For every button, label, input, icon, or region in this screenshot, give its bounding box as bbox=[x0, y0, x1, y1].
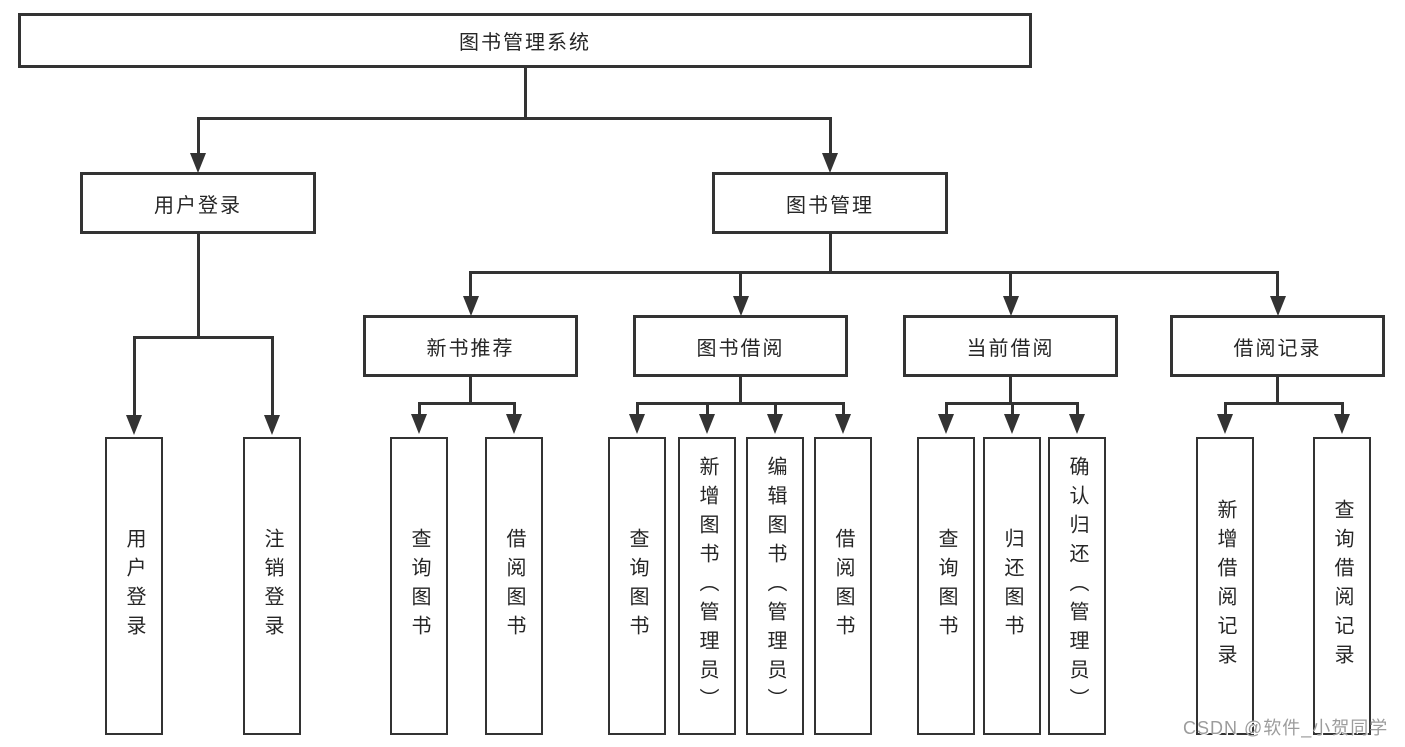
arrow-down-icon bbox=[629, 414, 645, 434]
node-book-borrow: 图书借阅 bbox=[633, 315, 848, 377]
leaf-query-borrow-record: 查询借阅记录 bbox=[1313, 437, 1371, 735]
node-root-label: 图书管理系统 bbox=[459, 32, 591, 54]
connector-line bbox=[1009, 271, 1012, 298]
connector-line bbox=[739, 377, 742, 405]
connector-line bbox=[132, 336, 136, 416]
connector-line bbox=[469, 377, 472, 405]
node-borrow-record-label: 借阅记录 bbox=[1233, 337, 1322, 360]
connector-line bbox=[1276, 377, 1279, 405]
arrow-down-icon bbox=[767, 414, 783, 434]
leaf-query-book-borrow-label: 查询图书 bbox=[626, 528, 648, 644]
arrow-down-icon bbox=[1004, 414, 1020, 434]
leaf-query-book-borrow: 查询图书 bbox=[608, 437, 666, 735]
connector-line bbox=[1010, 402, 1014, 416]
leaf-add-borrow-record-label: 新增借阅记录 bbox=[1214, 499, 1236, 673]
leaf-query-borrow-record-label: 查询借阅记录 bbox=[1331, 499, 1353, 673]
connector-line bbox=[705, 402, 709, 416]
leaf-return-book-label: 归还图书 bbox=[1001, 528, 1023, 644]
arrow-down-icon bbox=[1002, 296, 1019, 316]
connector-line bbox=[828, 234, 832, 274]
node-book-borrow-label: 图书借阅 bbox=[696, 337, 785, 360]
connector-line bbox=[739, 271, 742, 298]
leaf-add-book-admin-label: 新增图书（管理员） bbox=[696, 455, 718, 717]
connector-line bbox=[1276, 271, 1279, 298]
arrow-down-icon bbox=[190, 153, 206, 173]
leaf-query-book-newbook-label: 查询图书 bbox=[408, 528, 430, 644]
arrow-down-icon bbox=[264, 415, 280, 435]
connector-line bbox=[635, 402, 845, 405]
connector-line bbox=[417, 402, 421, 416]
arrow-down-icon bbox=[462, 296, 479, 316]
connector-line bbox=[523, 68, 527, 119]
connector-line bbox=[1223, 402, 1344, 405]
leaf-user-login: 用户登录 bbox=[105, 437, 163, 735]
leaf-add-borrow-record: 新增借阅记录 bbox=[1196, 437, 1254, 735]
connector-line bbox=[270, 336, 274, 416]
node-new-book: 新书推荐 bbox=[363, 315, 578, 377]
leaf-borrow-book-newbook: 借阅图书 bbox=[485, 437, 543, 735]
connector-line bbox=[196, 117, 200, 155]
arrow-down-icon bbox=[938, 414, 954, 434]
node-book-mgmt: 图书管理 bbox=[712, 172, 948, 234]
node-current-borrow: 当前借阅 bbox=[903, 315, 1118, 377]
connector-line bbox=[196, 234, 200, 338]
leaf-query-book-newbook: 查询图书 bbox=[390, 437, 448, 735]
connector-line bbox=[512, 402, 516, 416]
arrow-down-icon bbox=[126, 415, 142, 435]
leaf-logout: 注销登录 bbox=[243, 437, 301, 735]
leaf-add-book-admin: 新增图书（管理员） bbox=[678, 437, 736, 735]
connector-line bbox=[635, 402, 639, 416]
leaf-return-book: 归还图书 bbox=[983, 437, 1041, 735]
connector-line bbox=[1075, 402, 1079, 416]
node-new-book-label: 新书推荐 bbox=[426, 337, 515, 360]
leaf-user-login-label: 用户登录 bbox=[123, 528, 145, 644]
arrow-down-icon bbox=[699, 414, 715, 434]
arrow-down-icon bbox=[1269, 296, 1286, 316]
connector-line bbox=[1009, 377, 1012, 405]
connector-line bbox=[828, 117, 832, 155]
connector-line bbox=[417, 402, 516, 405]
node-user-login: 用户登录 bbox=[80, 172, 316, 234]
arrow-down-icon bbox=[1069, 414, 1085, 434]
leaf-borrow-book: 借阅图书 bbox=[814, 437, 872, 735]
connector-line bbox=[1223, 402, 1227, 416]
node-current-borrow-label: 当前借阅 bbox=[966, 337, 1055, 360]
connector-line bbox=[773, 402, 777, 416]
connector-line bbox=[1340, 402, 1344, 416]
node-user-login-label: 用户登录 bbox=[154, 194, 242, 217]
leaf-query-book-current: 查询图书 bbox=[917, 437, 975, 735]
leaf-query-book-current-label: 查询图书 bbox=[935, 528, 957, 644]
node-book-mgmt-label: 图书管理 bbox=[786, 194, 874, 217]
connector-line bbox=[469, 271, 1279, 274]
connector-line bbox=[132, 336, 274, 339]
leaf-borrow-book-label: 借阅图书 bbox=[832, 528, 854, 644]
arrow-down-icon bbox=[732, 296, 749, 316]
arrow-down-icon bbox=[411, 414, 427, 434]
leaf-borrow-book-newbook-label: 借阅图书 bbox=[503, 528, 525, 644]
leaf-edit-book-admin-label: 编辑图书（管理员） bbox=[764, 455, 786, 717]
connector-line bbox=[841, 402, 845, 416]
leaf-confirm-return-admin-label: 确认归还（管理员） bbox=[1066, 455, 1088, 717]
connector-line bbox=[944, 402, 948, 416]
arrow-down-icon bbox=[835, 414, 851, 434]
connector-line bbox=[196, 117, 832, 120]
arrow-down-icon bbox=[506, 414, 522, 434]
leaf-confirm-return-admin: 确认归还（管理员） bbox=[1048, 437, 1106, 735]
leaf-edit-book-admin: 编辑图书（管理员） bbox=[746, 437, 804, 735]
arrow-down-icon bbox=[1334, 414, 1350, 434]
node-borrow-record: 借阅记录 bbox=[1170, 315, 1385, 377]
leaf-logout-label: 注销登录 bbox=[261, 528, 283, 644]
node-root: 图书管理系统 bbox=[18, 13, 1032, 68]
watermark: CSDN @软件_小贺同学 bbox=[1183, 718, 1389, 738]
arrow-down-icon bbox=[822, 153, 838, 173]
connector-line bbox=[469, 271, 472, 298]
arrow-down-icon bbox=[1217, 414, 1233, 434]
